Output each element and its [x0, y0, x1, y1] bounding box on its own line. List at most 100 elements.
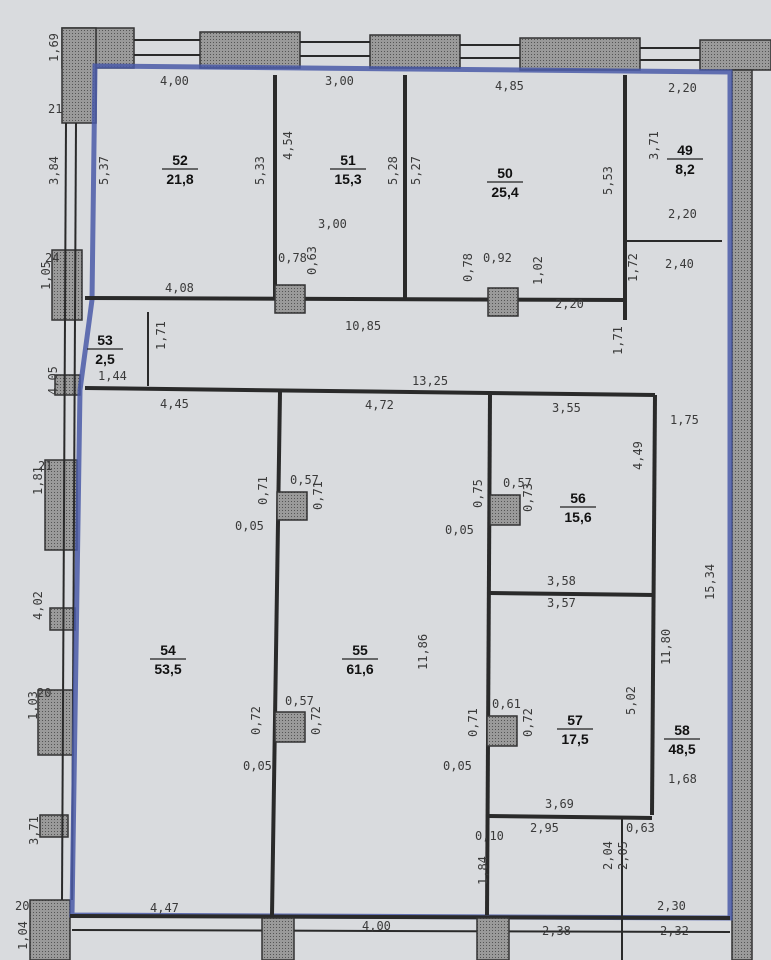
room-number: 52 — [172, 152, 188, 168]
room-54: 54 53,5 — [150, 642, 186, 677]
dimension-label: 2,30 — [657, 899, 686, 913]
dimension-label: 21 — [48, 102, 62, 116]
dimension-label: 3,71 — [647, 131, 661, 160]
dimension-label: 5,53 — [601, 166, 615, 195]
dimension-label: 11,80 — [659, 629, 673, 665]
dimension-label: 0,75 — [471, 479, 485, 508]
dimension-label: 20 — [15, 899, 29, 913]
dimension-label: 0,71 — [466, 708, 480, 737]
dimension-label: 0,57 — [503, 476, 532, 490]
room-area: 48,5 — [668, 741, 695, 757]
dimension-label: 1,05 — [39, 261, 53, 290]
room-area: 21,8 — [166, 171, 193, 187]
dimension-label: 0,73 — [521, 483, 535, 512]
dimension-label: 0,05 — [443, 759, 472, 773]
dimension-label: 0,71 — [311, 481, 325, 510]
dimension-label: 3,57 — [547, 596, 576, 610]
dimension-label: 5,28 — [386, 156, 400, 185]
room-56: 56 15,6 — [560, 490, 596, 525]
dimension-label: 3,00 — [325, 74, 354, 88]
dimension-label: 1,44 — [98, 369, 127, 383]
dimension-label: 5,37 — [97, 156, 111, 185]
dimension-label: 2,40 — [665, 257, 694, 271]
dimension-label: 3,71 — [27, 816, 41, 845]
dimension-label: 4,54 — [281, 131, 295, 160]
dimension-label: 1,72 — [626, 253, 640, 282]
dimension-label: 4,72 — [365, 398, 394, 412]
room-number: 49 — [677, 142, 693, 158]
dimension-label: 5,33 — [253, 156, 267, 185]
dimension-label: 15,34 — [703, 564, 717, 600]
dimension-label: 1,71 — [611, 326, 625, 355]
room-52: 52 21,8 — [162, 152, 198, 187]
dimension-label: 2,05 — [616, 841, 630, 870]
room-area: 61,6 — [346, 661, 373, 677]
dimension-label: 0,63 — [626, 821, 655, 835]
room-50: 50 25,4 — [487, 165, 523, 200]
dimension-label: 0,63 — [305, 246, 319, 275]
room-55: 55 61,6 — [342, 642, 378, 677]
dimension-label: 5,27 — [409, 156, 423, 185]
dimension-label: 3,55 — [552, 401, 581, 415]
room-number: 50 — [497, 165, 513, 181]
dimension-label: 0,71 — [256, 476, 270, 505]
dimension-label: 24 — [45, 251, 59, 265]
dimension-label: 3,00 — [318, 217, 347, 231]
dimension-label: 4,00 — [362, 919, 391, 933]
dimension-label: 0,78 — [461, 253, 475, 282]
room-area: 15,3 — [334, 171, 361, 187]
dimension-label: 0,05 — [445, 523, 474, 537]
dimension-label: 0,78 — [278, 251, 307, 265]
dimension-label: 0,10 — [475, 829, 504, 843]
dimension-label: 3,58 — [547, 574, 576, 588]
dimension-label: 3,84 — [47, 156, 61, 185]
dimension-label: 0,57 — [285, 694, 314, 708]
dimension-label: 0,92 — [483, 251, 512, 265]
room-area: 15,6 — [564, 509, 591, 525]
dimension-label: 0,61 — [492, 697, 521, 711]
dimension-label: 1,02 — [531, 256, 545, 285]
dimension-label: 1,71 — [154, 321, 168, 350]
dimension-label: 1,68 — [668, 772, 697, 786]
dimension-label: 2,32 — [660, 924, 689, 938]
dimension-label: 1,81 — [31, 466, 45, 495]
interior-walls — [69, 75, 731, 960]
dimension-label: 4,08 — [165, 281, 194, 295]
room-area: 2,5 — [95, 351, 115, 367]
dimension-label: 4,00 — [160, 74, 189, 88]
room-area: 25,4 — [491, 184, 518, 200]
dimension-label: 1,84 — [476, 856, 490, 885]
dimension-label: 0,72 — [249, 706, 263, 735]
exterior-walls — [29, 27, 771, 960]
dimension-label: 21 — [38, 459, 52, 473]
dimension-label: 0,72 — [521, 708, 535, 737]
dimension-label: 10,85 — [345, 319, 381, 333]
dimension-label: 4,05 — [46, 366, 60, 395]
room-number: 55 — [352, 642, 368, 658]
dimension-label: 1,04 — [16, 921, 30, 950]
room-number: 54 — [160, 642, 176, 658]
dimension-label: 4,45 — [160, 397, 189, 411]
dimension-label: 0,05 — [243, 759, 272, 773]
room-number: 56 — [570, 490, 586, 506]
dimension-label: 2,20 — [555, 297, 584, 311]
room-49: 498,2 — [667, 142, 703, 177]
columns — [261, 284, 521, 960]
dimension-label: 2,20 — [668, 207, 697, 221]
dimension-label: 20 — [37, 686, 51, 700]
dimension-label: 4,49 — [631, 441, 645, 470]
dimension-label: 3,69 — [545, 797, 574, 811]
room-area: 53,5 — [154, 661, 181, 677]
room-number: 51 — [340, 152, 356, 168]
dimension-label: 4,47 — [150, 901, 179, 915]
room-labels: 52 21,8 51 15,3 50 25,4 498,2 53 2,5 54 53,5 55 61,6… — [87, 142, 703, 757]
dimension-label: 4,85 — [495, 79, 524, 93]
dimension-label: 13,25 — [412, 374, 448, 388]
dimension-label: 0,72 — [309, 706, 323, 735]
dimension-label: 1,69 — [47, 33, 61, 62]
room-number: 53 — [97, 332, 113, 348]
